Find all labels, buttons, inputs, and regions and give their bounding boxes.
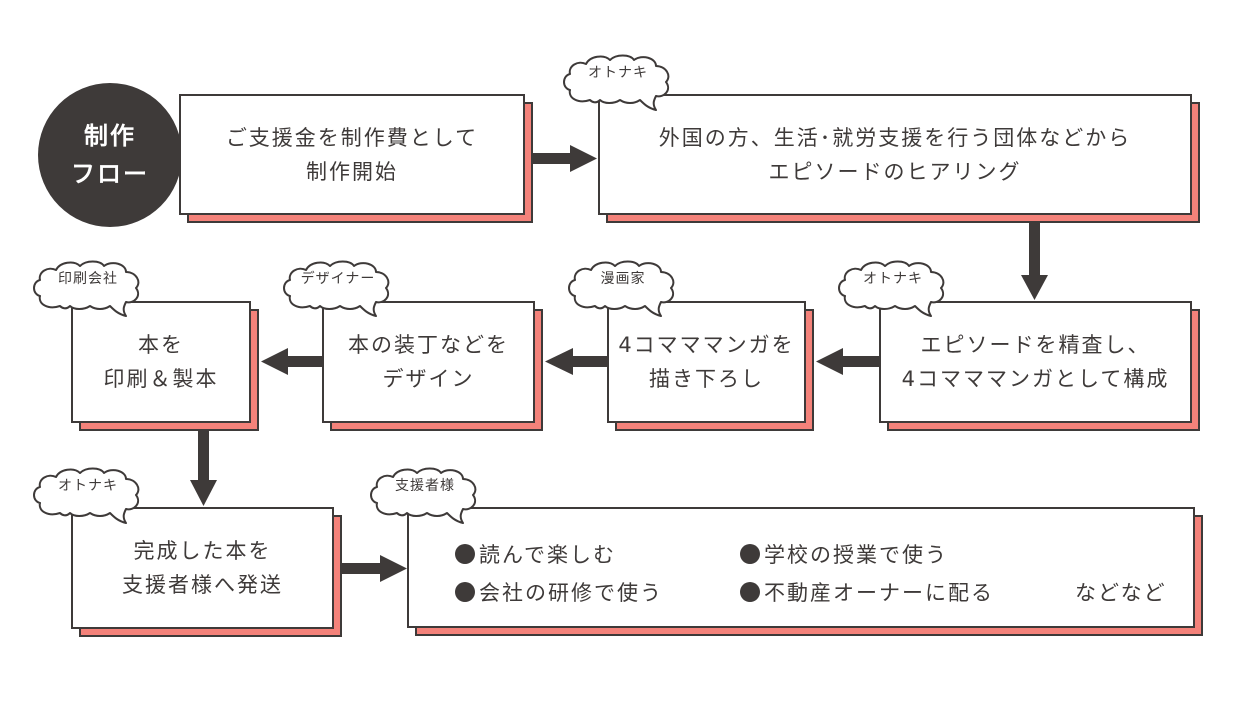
actor-bubble-step-4: 漫画家 bbox=[565, 258, 681, 320]
actor-bubble-step-7: オトナキ bbox=[30, 465, 146, 527]
actor-label: 印刷会社 bbox=[58, 271, 118, 287]
step-1-line-2: 制作開始 bbox=[306, 159, 398, 184]
speech-cloud-icon bbox=[568, 260, 675, 317]
step-2-box: 外国の方、生活･就労支援を行う団体などから エピソードのヒアリング bbox=[598, 94, 1192, 215]
step-7-line-2: 支援者様へ発送 bbox=[122, 573, 283, 597]
actor-label: オトナキ bbox=[588, 65, 648, 81]
speech-cloud-icon bbox=[33, 260, 140, 317]
actor-label: 漫画家 bbox=[600, 271, 646, 287]
step-3-line-1: エピソードを精査し、 bbox=[920, 333, 1151, 357]
bullet-icon bbox=[740, 544, 760, 564]
arrow-right-icon bbox=[533, 145, 597, 172]
badge-line-2: フロー bbox=[71, 160, 149, 188]
step-6-box: 本を 印刷＆製本 bbox=[71, 301, 251, 423]
step-3-line-2: 4コマママンガとして構成 bbox=[901, 367, 1170, 391]
step-4-line-2: 描き下ろし bbox=[649, 367, 764, 391]
actor-label: デザイナー bbox=[300, 271, 376, 287]
speech-cloud-icon bbox=[370, 467, 477, 524]
actor-label: 支援者様 bbox=[395, 478, 455, 494]
actor-label: オトナキ bbox=[863, 271, 923, 287]
actor-bubble-step-3: オトナキ bbox=[835, 258, 951, 320]
step-5-line-2: デザイン bbox=[382, 367, 475, 391]
arrow-left-icon bbox=[816, 348, 879, 375]
arrow-left-icon bbox=[261, 348, 322, 375]
actor-bubble-step-8: 支援者様 bbox=[367, 465, 483, 527]
step-4-box: 4コマママンガを 描き下ろし bbox=[607, 301, 806, 423]
uses-suffix: などなど bbox=[1075, 581, 1167, 605]
step-8-box bbox=[407, 507, 1195, 628]
bullet-icon bbox=[455, 544, 475, 564]
step-5-box: 本の装丁などを デザイン bbox=[322, 301, 535, 423]
use-item: 会社の研修で使う bbox=[455, 574, 740, 612]
badge-line-1: 制作 bbox=[84, 122, 136, 150]
step-1-line-1: ご支援金を制作費として bbox=[225, 125, 479, 150]
actor-bubble-step-6: 印刷会社 bbox=[30, 258, 146, 320]
supporter-uses-list: 読んで楽しむ 学校の授業で使う 会社の研修で使う 不動産オーナーに配る などなど bbox=[455, 536, 1167, 612]
actor-bubble-step-5: デザイナー bbox=[280, 258, 396, 320]
bullet-icon bbox=[455, 582, 475, 602]
step-2-line-2: エピソードのヒアリング bbox=[768, 159, 1022, 184]
arrow-left-icon bbox=[545, 348, 607, 375]
production-flow-badge: 制作 フロー bbox=[38, 83, 182, 227]
step-1-box: ご支援金を制作費として 制作開始 bbox=[179, 94, 525, 215]
speech-cloud-icon bbox=[563, 54, 670, 111]
use-item: 学校の授業で使う bbox=[740, 536, 1075, 574]
speech-cloud-icon bbox=[283, 260, 390, 317]
step-4-line-1: 4コマママンガを bbox=[618, 333, 795, 357]
speech-cloud-icon bbox=[33, 467, 140, 524]
step-2-line-1: 外国の方、生活･就労支援を行う団体などから bbox=[658, 125, 1132, 150]
step-6-line-2: 印刷＆製本 bbox=[103, 367, 219, 391]
step-6-line-1: 本を bbox=[138, 333, 184, 357]
uses-row-2: 会社の研修で使う 不動産オーナーに配る などなど bbox=[455, 574, 1167, 612]
uses-row-1: 読んで楽しむ 学校の授業で使う bbox=[455, 536, 1167, 574]
arrow-right-icon bbox=[342, 555, 407, 582]
use-item: 不動産オーナーに配る bbox=[740, 574, 1075, 612]
actor-label: オトナキ bbox=[58, 478, 118, 494]
arrow-down-icon bbox=[1021, 223, 1048, 300]
speech-cloud-icon bbox=[838, 260, 945, 317]
use-item: 読んで楽しむ bbox=[455, 536, 740, 574]
actor-bubble-step-2: オトナキ bbox=[560, 52, 676, 114]
step-5-line-1: 本の装丁などを bbox=[348, 333, 509, 357]
arrow-down-icon bbox=[190, 431, 217, 506]
step-3-box: エピソードを精査し、 4コマママンガとして構成 bbox=[879, 301, 1192, 423]
bullet-icon bbox=[740, 582, 760, 602]
step-7-box: 完成した本を 支援者様へ発送 bbox=[71, 507, 334, 629]
step-7-line-1: 完成した本を bbox=[133, 539, 272, 563]
